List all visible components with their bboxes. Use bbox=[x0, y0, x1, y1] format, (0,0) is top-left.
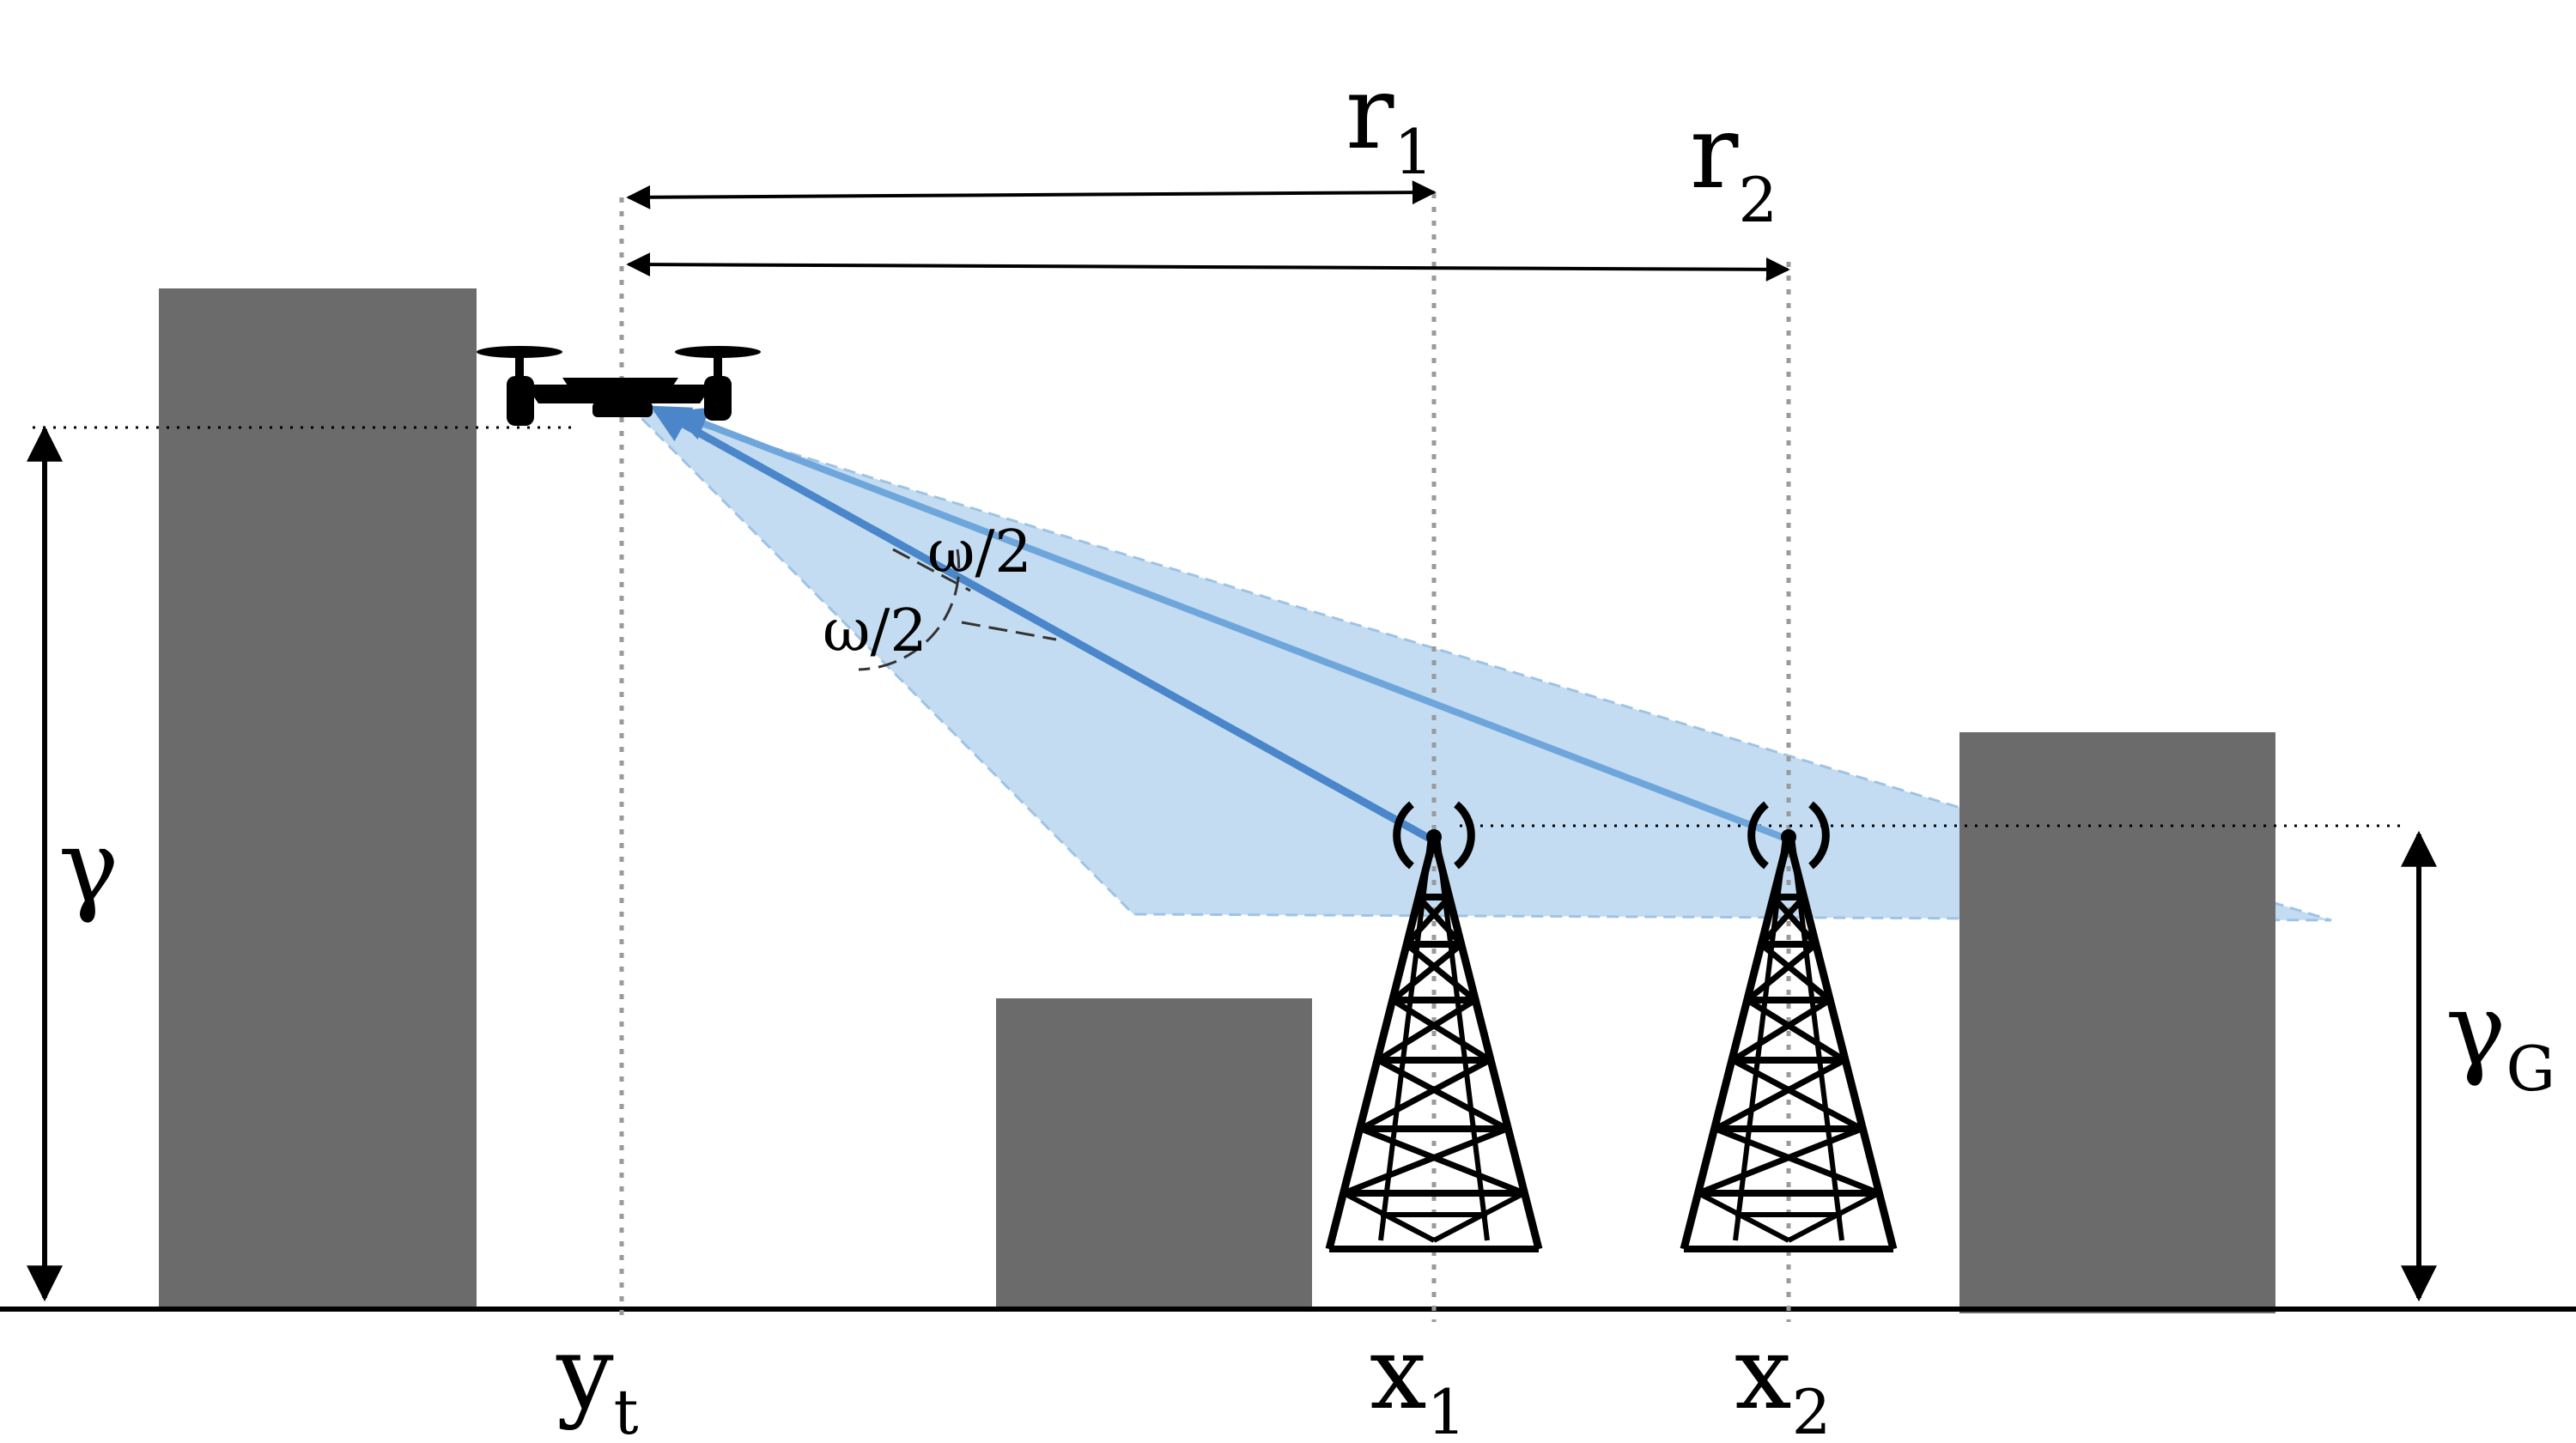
ray-tower1-to-uav bbox=[650, 405, 1434, 843]
drone-icon bbox=[477, 346, 761, 426]
r2-arrow bbox=[626, 252, 1790, 282]
ray-tower2-to-uav bbox=[671, 407, 1790, 843]
angle-arc bbox=[858, 549, 961, 671]
label-r2: r2 bbox=[1690, 93, 1777, 236]
label-x1: x1 bbox=[1370, 1313, 1466, 1443]
label-gamma: γ bbox=[58, 807, 119, 925]
label-y-t: yt bbox=[556, 1313, 639, 1443]
angle-tick-lower bbox=[961, 621, 1057, 641]
label-r1: r1 bbox=[1346, 53, 1433, 188]
building-middle bbox=[996, 998, 1312, 1308]
beam-coverage-area bbox=[625, 402, 2332, 922]
label-x2: x2 bbox=[1735, 1313, 1831, 1443]
label-gamma-g: γG bbox=[2445, 970, 2555, 1105]
building-right bbox=[1959, 732, 2275, 1313]
building-left bbox=[159, 288, 477, 1308]
label-omega-lower: ω/2 bbox=[823, 597, 927, 665]
angle-tick-upper bbox=[892, 548, 971, 592]
label-omega-upper: ω/2 bbox=[927, 518, 1032, 586]
r1-arrow bbox=[626, 180, 1437, 209]
